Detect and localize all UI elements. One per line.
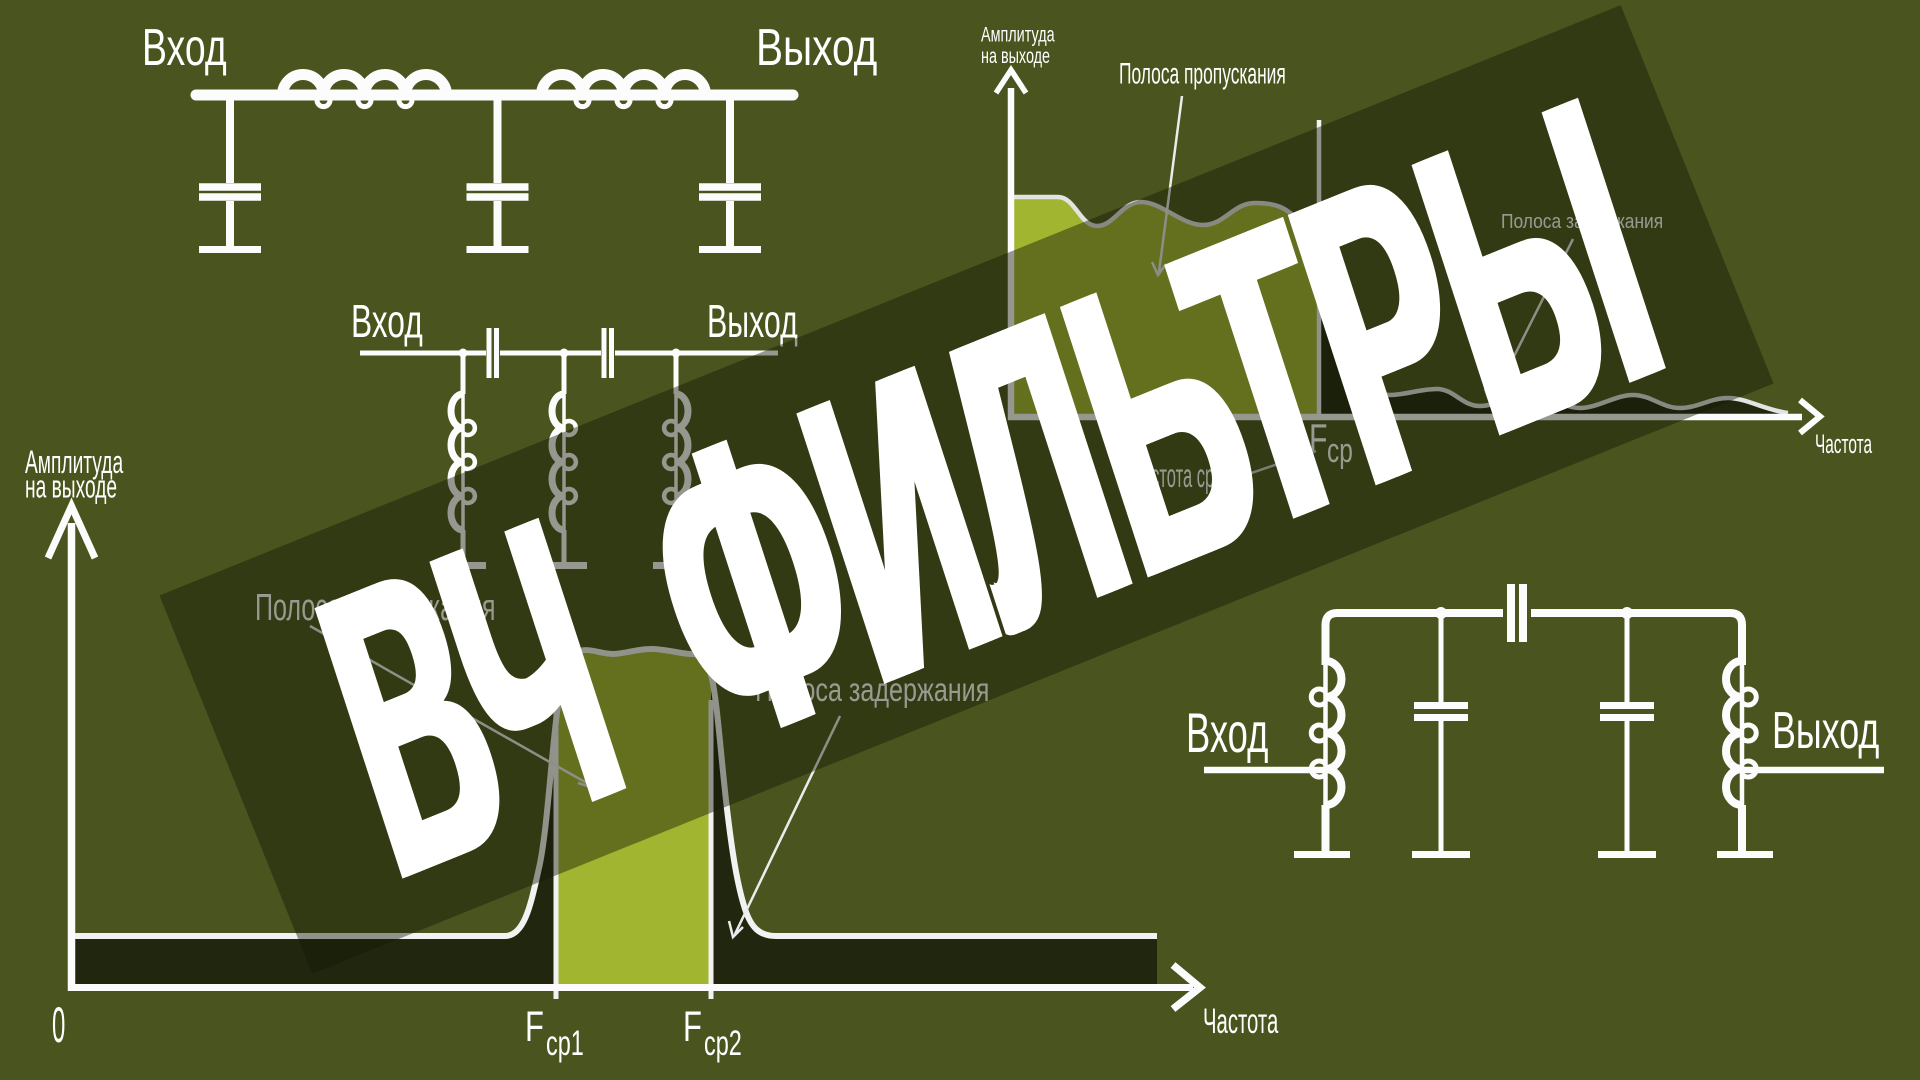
svg-text:Выход: Выход bbox=[756, 18, 877, 76]
svg-text:Частота: Частота bbox=[1203, 1002, 1278, 1041]
svg-text:Частота: Частота bbox=[1815, 428, 1873, 459]
svg-text:F: F bbox=[1309, 415, 1327, 462]
svg-text:Полоса задержания: Полоса задержания bbox=[755, 672, 989, 709]
svg-text:Частота среза: Частота среза bbox=[1131, 457, 1240, 495]
svg-text:F: F bbox=[525, 1002, 544, 1050]
svg-text:Вход: Вход bbox=[1186, 702, 1268, 765]
svg-text:на выходе: на выходе bbox=[981, 43, 1050, 68]
svg-text:ср2: ср2 bbox=[704, 1024, 742, 1063]
svg-text:Амплитуда: Амплитуда bbox=[25, 444, 123, 480]
svg-text:Амплитуда: Амплитуда bbox=[981, 22, 1055, 47]
svg-text:Вход: Вход bbox=[142, 18, 227, 77]
svg-text:Полоса пропускания: Полоса пропускания bbox=[1119, 58, 1286, 91]
svg-text:Выход: Выход bbox=[707, 297, 798, 348]
svg-text:Выход: Выход bbox=[1772, 703, 1879, 760]
svg-text:ср: ср bbox=[1327, 432, 1353, 470]
svg-text:на выходе: на выходе bbox=[25, 468, 117, 504]
svg-text:ср1: ср1 bbox=[546, 1024, 584, 1063]
svg-text:Полоса задержания: Полоса задержания bbox=[1501, 210, 1663, 232]
svg-text:Полоса пропускания: Полоса пропускания bbox=[255, 586, 495, 628]
svg-text:F: F bbox=[683, 1002, 702, 1050]
svg-text:Вход: Вход bbox=[351, 296, 423, 347]
svg-text:0: 0 bbox=[986, 411, 1000, 463]
svg-text:0: 0 bbox=[52, 999, 65, 1054]
